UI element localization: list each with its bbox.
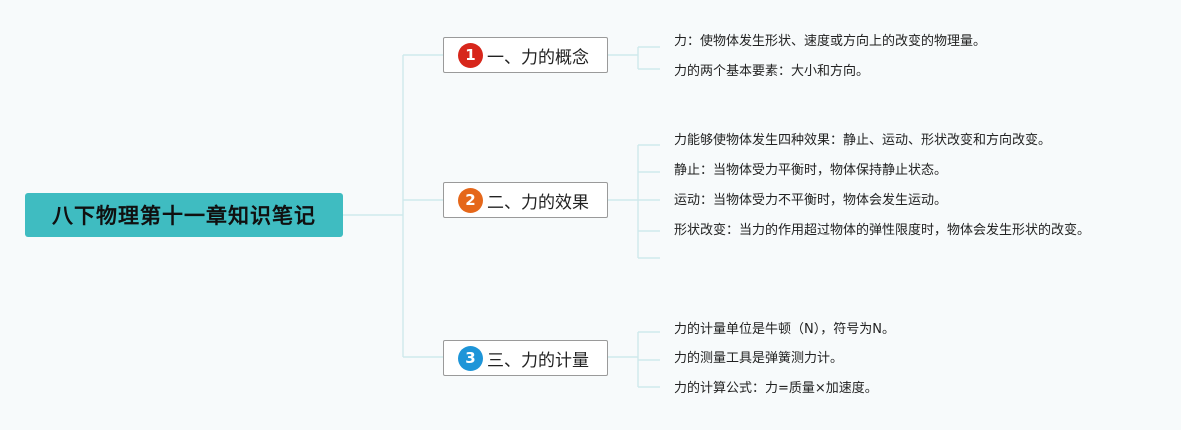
leaf-topic[interactable]: 静止：当物体受力平衡时，物体保持静止状态。 xyxy=(674,163,948,178)
leaf-topic[interactable]: 形状改变：当力的作用超过物体的弹性限度时，物体会发生形状的改变。 xyxy=(674,223,1091,238)
number-badge-icon: 2 xyxy=(458,187,483,213)
leaf-topic[interactable]: 力的测量工具是弹簧测力计。 xyxy=(674,351,844,366)
branch-topic-effect[interactable]: 2 二、力的效果 xyxy=(443,182,608,218)
branch-topic-concept[interactable]: 1 一、力的概念 xyxy=(443,37,608,73)
number-badge-icon: 1 xyxy=(458,42,483,68)
branch-topic-label: 三、力的计量 xyxy=(487,350,589,371)
leaf-topic[interactable]: 运动：当物体受力不平衡时，物体会发生运动。 xyxy=(674,193,948,208)
root-topic-label: 八下物理第十一章知识笔记 xyxy=(52,204,316,228)
leaf-topic[interactable]: 力的计算公式：力=质量×加速度。 xyxy=(674,381,878,396)
branch-topic-label: 一、力的概念 xyxy=(487,47,589,68)
leaf-topic[interactable]: 力的两个基本要素：大小和方向。 xyxy=(674,64,870,79)
branch-topic-measurement[interactable]: 3 三、力的计量 xyxy=(443,340,608,376)
branch-topic-label: 二、力的效果 xyxy=(487,192,589,213)
number-badge-icon: 3 xyxy=(458,345,483,371)
leaf-topic[interactable]: 力能够使物体发生四种效果：静止、运动、形状改变和方向改变。 xyxy=(674,133,1052,148)
root-topic[interactable]: 八下物理第十一章知识笔记 xyxy=(25,193,343,237)
leaf-topic[interactable]: 力的计量单位是牛顿（N），符号为N。 xyxy=(674,322,895,337)
leaf-topic[interactable]: 力：使物体发生形状、速度或方向上的改变的物理量。 xyxy=(674,34,987,49)
